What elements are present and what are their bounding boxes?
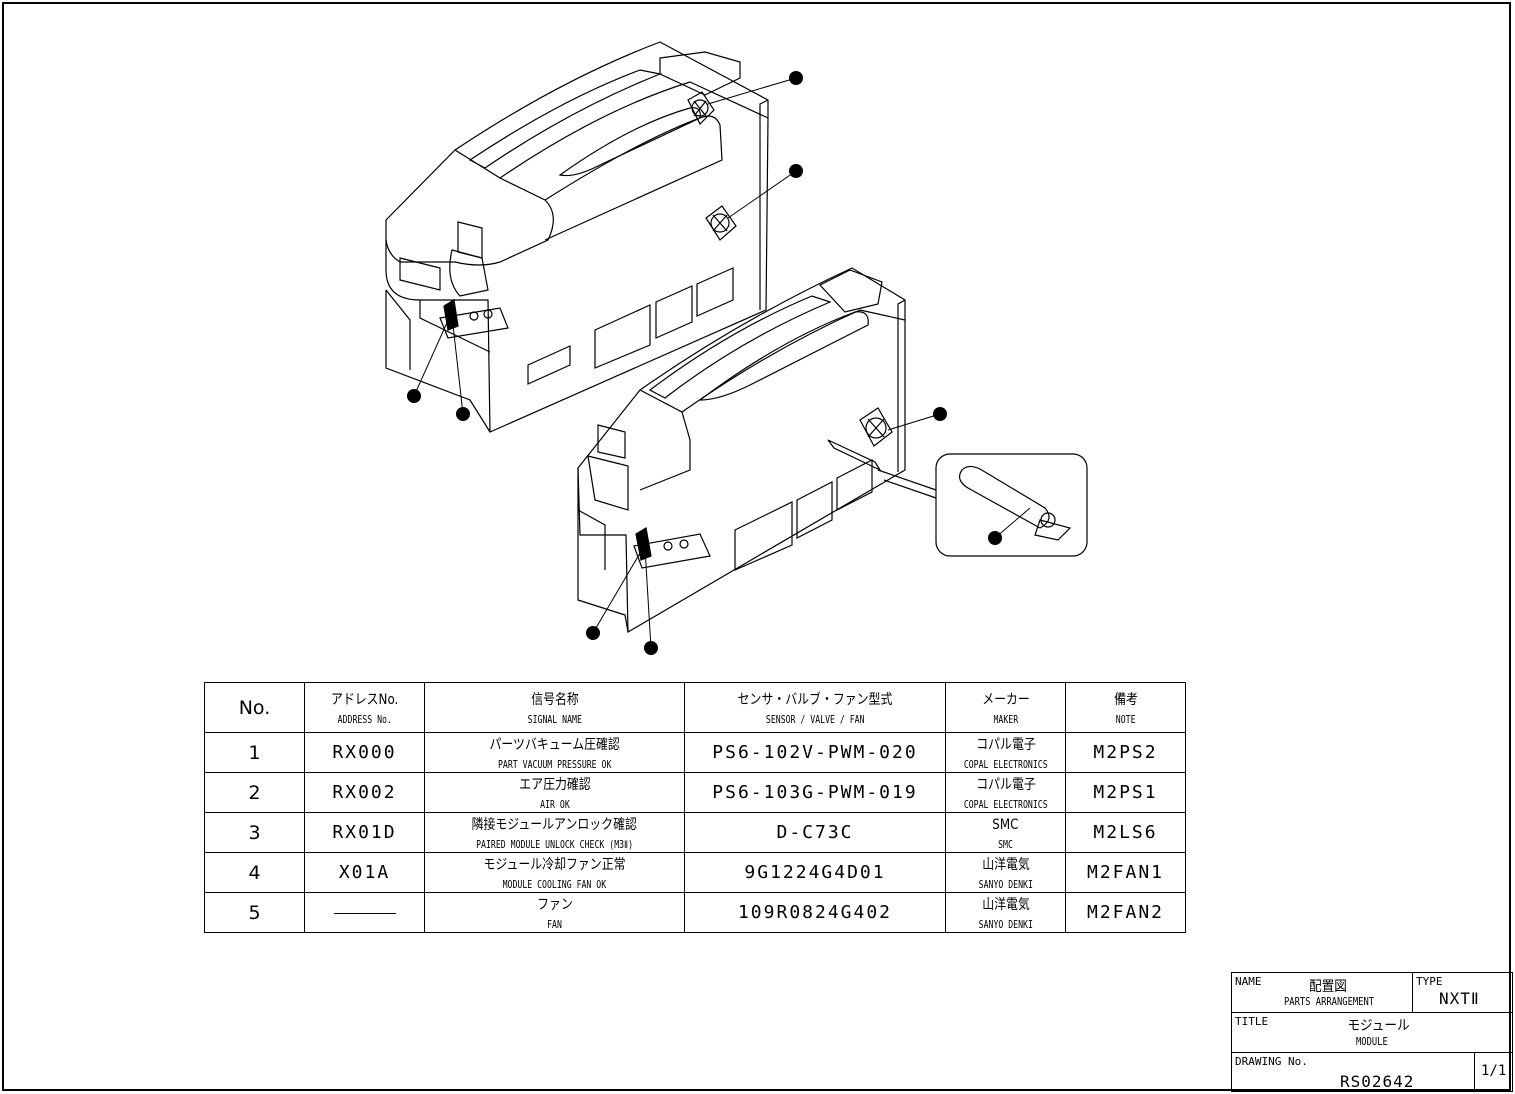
cell-address: RX002 [304, 772, 425, 813]
callout-marker [456, 407, 470, 421]
cell-model: 9G1224G4D01 [684, 852, 946, 893]
type-cell: TYPE NXTⅡ [1412, 972, 1513, 1013]
header-maker: メーカー MAKER [945, 682, 1066, 733]
cell-model: 109R0824G402 [684, 892, 946, 933]
drawing-no-cell: DRAWING No. RS02642 [1231, 1052, 1475, 1092]
drawing-no-label: DRAWING No. [1235, 1055, 1308, 1068]
title-en: MODULE [1356, 1035, 1388, 1048]
cell-model: PS6-103G-PWM-019 [684, 772, 946, 813]
cell-model: D-C73C [684, 812, 946, 853]
name-label: NAME [1235, 975, 1262, 988]
name-cell: NAME 配置図 PARTS ARRANGEMENT [1231, 972, 1413, 1013]
cell-no: 4 [204, 852, 305, 893]
sheet-cell: 1/1 [1474, 1052, 1513, 1092]
cell-note: M2FAN2 [1065, 892, 1186, 933]
callout-marker [586, 626, 600, 640]
header-note: 備考 NOTE [1065, 682, 1186, 733]
module-isometric-drawing [385, 41, 1088, 655]
name-en: PARTS ARRANGEMENT [1284, 995, 1375, 1008]
callout-markers [407, 71, 1002, 655]
cell-address: X01A [304, 852, 425, 893]
cell-no: 5 [204, 892, 305, 933]
sheet-number: 1/1 [1481, 1063, 1507, 1079]
cell-no: 1 [204, 732, 305, 773]
header-address: アドレスNo. ADDRESS No. [304, 682, 425, 733]
cell-address: RX01D [304, 812, 425, 853]
header-sensor: センサ・バルブ・ファン型式 SENSOR / VALVE / FAN [684, 682, 946, 733]
cell-no: 2 [204, 772, 305, 813]
type-label: TYPE [1416, 975, 1443, 988]
callout-marker [988, 531, 1002, 545]
callout-marker [644, 641, 658, 655]
cell-model: PS6-102V-PWM-020 [684, 732, 946, 773]
cell-address [304, 892, 425, 933]
cell-note: M2LS6 [1065, 812, 1186, 853]
type-value: NXTⅡ [1439, 989, 1480, 1008]
header-no: No. [204, 682, 305, 733]
drawing-no: RS02642 [1340, 1072, 1415, 1091]
callout-marker [789, 71, 803, 85]
title-jp: モジュール [1347, 1018, 1410, 1034]
callout-leaders [413, 77, 1031, 649]
header-signal: 信号名称 SIGNAL NAME [424, 682, 685, 733]
cell-no: 3 [204, 812, 305, 853]
title-cell: TITLE モジュール MODULE [1231, 1012, 1513, 1053]
cell-note: M2FAN1 [1065, 852, 1186, 893]
lower-module [577, 267, 1088, 634]
cell-address: RX000 [304, 732, 425, 773]
title-label: TITLE [1235, 1015, 1269, 1028]
cell-note: M2PS1 [1065, 772, 1186, 813]
callout-marker [789, 164, 803, 178]
cell-note: M2PS2 [1065, 732, 1186, 773]
title-block: NAME 配置図 PARTS ARRANGEMENT TYPE NXTⅡ TIT… [1231, 972, 1513, 1092]
callout-marker [933, 407, 947, 421]
empty-address-dash [333, 913, 396, 914]
upper-module [385, 41, 769, 433]
parts-table: No. アドレスNo. ADDRESS No. 信号名称 SIGNAL NAME… [204, 682, 1186, 933]
name-jp: 配置図 [1309, 979, 1347, 995]
table-header-row: No. アドレスNo. ADDRESS No. 信号名称 SIGNAL NAME… [204, 682, 1186, 733]
callout-marker [407, 389, 421, 403]
